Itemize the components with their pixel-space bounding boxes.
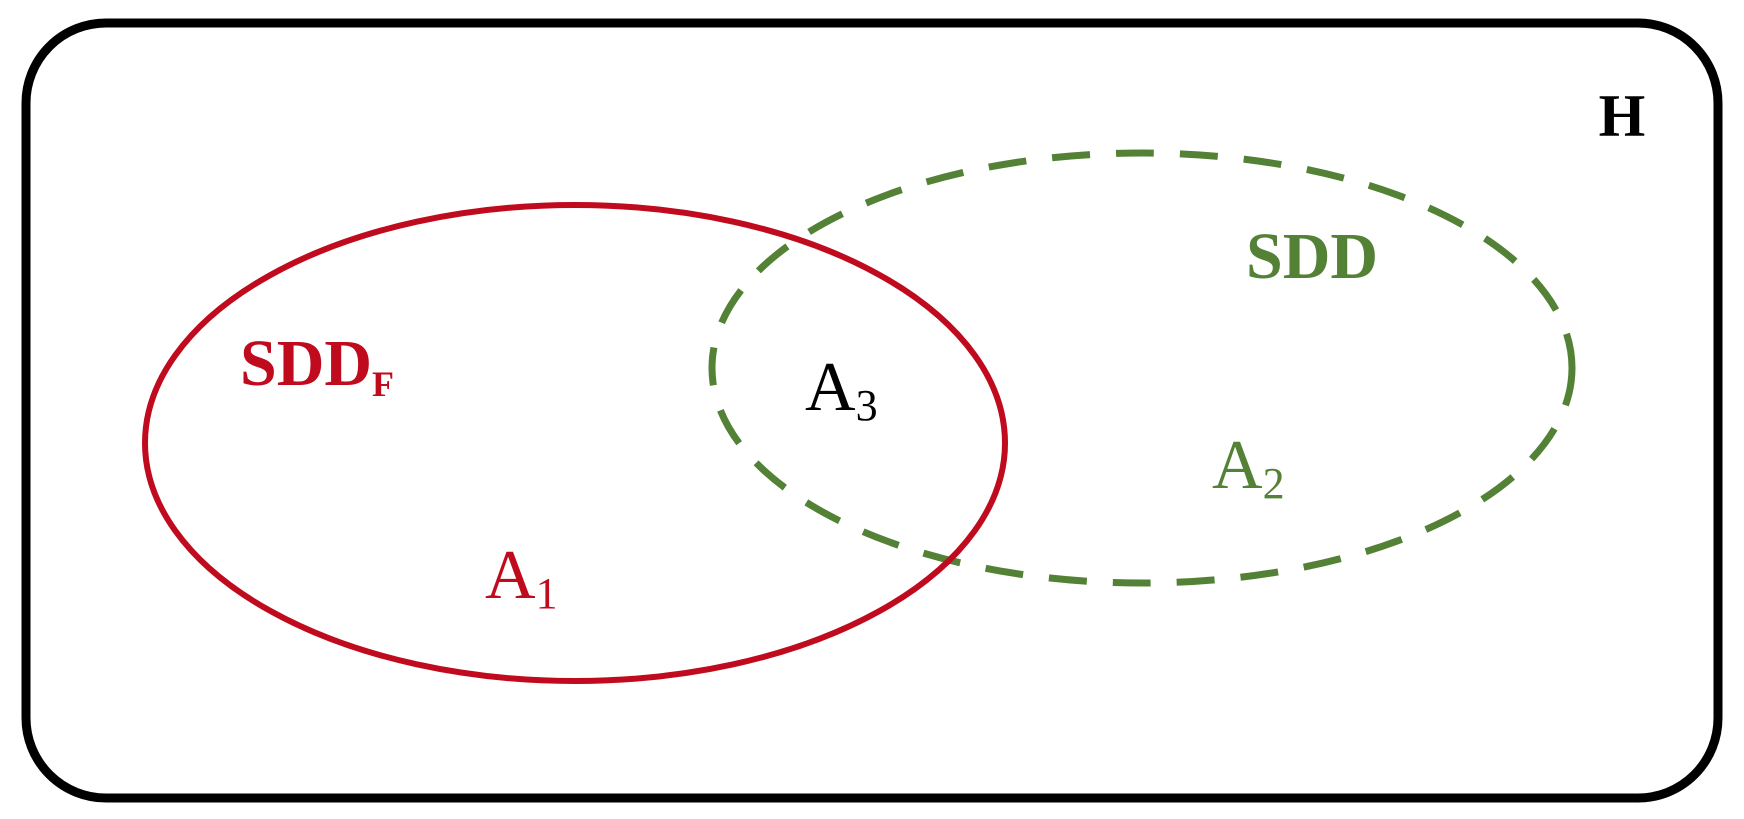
sdd-f-label-main: SDD bbox=[240, 327, 372, 400]
region-a2-label: A2 bbox=[1212, 427, 1285, 508]
region-a3-label: A3 bbox=[805, 349, 878, 430]
region-a2-subscript: 2 bbox=[1263, 459, 1285, 508]
region-a1-subscript: 1 bbox=[536, 569, 558, 618]
region-a1-main: A bbox=[485, 537, 536, 614]
region-a3-main: A bbox=[805, 349, 856, 426]
sdd-set-ellipse bbox=[708, 149, 1576, 587]
universe-frame bbox=[21, 18, 1723, 803]
region-a3-subscript: 3 bbox=[856, 381, 878, 430]
region-a2-main: A bbox=[1212, 427, 1263, 504]
region-a1-label: A1 bbox=[485, 537, 558, 618]
sdd-set-label: SDD bbox=[1246, 220, 1378, 293]
universe-label: H bbox=[1599, 83, 1646, 149]
sdd-f-set-ellipse bbox=[142, 202, 1008, 684]
sdd-f-set-label: SDDF bbox=[240, 327, 394, 404]
sdd-f-label-subscript: F bbox=[372, 364, 394, 404]
